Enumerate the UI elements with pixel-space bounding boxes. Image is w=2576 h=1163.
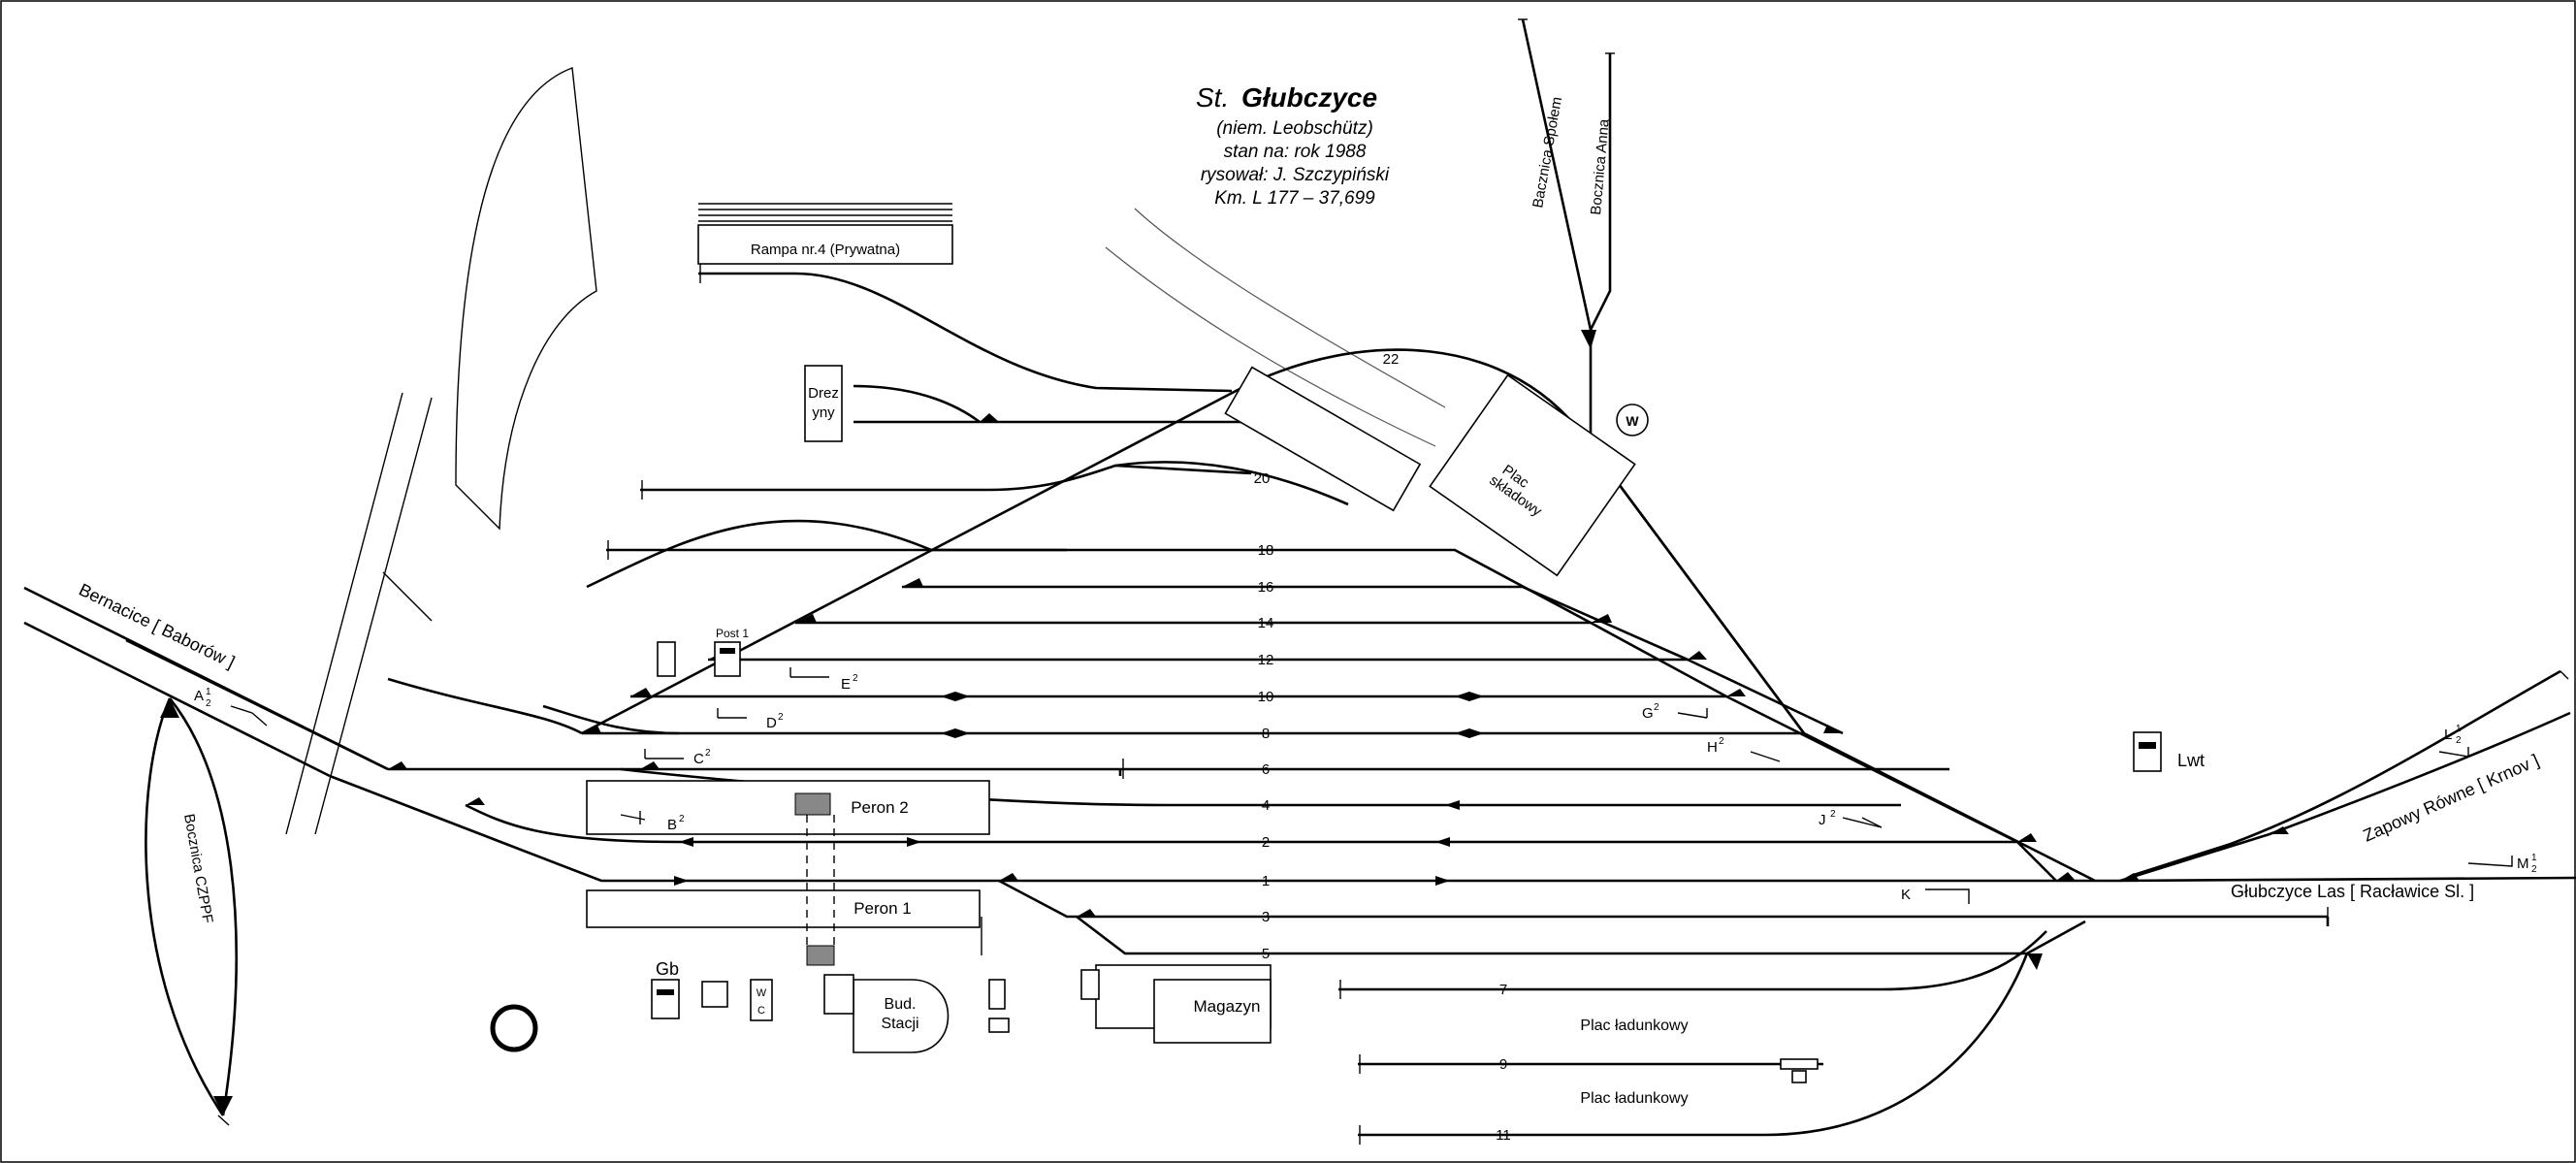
gb-label: Gb — [656, 959, 679, 979]
track-number-10: 10 — [1258, 689, 1274, 705]
signal-c-label: C — [693, 751, 704, 767]
buffer-stops — [217, 18, 2569, 1145]
rampa-label: Rampa nr.4 (Prywatna) — [751, 242, 900, 258]
drezyny-label-1: Drez — [808, 385, 839, 402]
track-number-18: 18 — [1258, 542, 1274, 559]
signal-h-sup: 2 — [1719, 736, 1724, 747]
title-name: Głubczyce — [1241, 82, 1377, 113]
lwt-label: Lwt — [2177, 751, 2205, 770]
signal-e-label: E — [841, 676, 851, 693]
line-label-east-main: Głubczyce Las [ Racławice Sl. ] — [2231, 882, 2474, 901]
signal-a-sup: 1 — [206, 687, 211, 697]
track-number-9: 9 — [1499, 1056, 1507, 1073]
plac-ladunkowy-label-1: Plac ładunkowy — [1580, 1018, 1688, 1034]
buildings — [586, 203, 2162, 1083]
signal-c-sup: 2 — [705, 748, 711, 759]
plac-ladunkowy-label-2: Plac ładunkowy — [1580, 1090, 1688, 1107]
title-line-4: Km. L 177 – 37,699 — [1214, 188, 1375, 209]
track-number-7: 7 — [1499, 982, 1507, 998]
title-line-2: stan na: rok 1988 — [1224, 142, 1367, 162]
peron2-label: Peron 2 — [851, 798, 909, 817]
signal-a-sub: 2 — [206, 698, 211, 709]
signal-d-sup: 2 — [778, 712, 784, 723]
signal-j-sup: 2 — [1830, 809, 1836, 820]
track-number-16: 16 — [1258, 579, 1274, 596]
track-number-22: 22 — [1383, 351, 1400, 368]
title-prefix: St. — [1196, 82, 1229, 113]
labels: St. Głubczyce (niem. Leobschütz) stan na… — [76, 82, 2542, 1144]
track-number-6: 6 — [1262, 761, 1270, 778]
signal-l-sub: 2 — [2456, 735, 2462, 746]
track-number-11: 11 — [1496, 1127, 1511, 1144]
bud-stacji-label-1: Bud. — [885, 996, 917, 1013]
track-number-1: 1 — [1262, 873, 1270, 889]
signal-l-sup: 1 — [2456, 724, 2462, 734]
terrain-lines — [285, 67, 1446, 835]
track-number-8: 8 — [1262, 726, 1270, 742]
title-line-1: (niem. Leobschütz) — [1216, 118, 1373, 139]
tracks — [23, 18, 2576, 1137]
signal-d-label: D — [766, 715, 777, 731]
compass-label: Pd — [511, 1023, 522, 1033]
signal-j-label: J — [1819, 812, 1826, 828]
signal-l-label: L — [2444, 727, 2452, 743]
signal-g-sup: 2 — [1654, 702, 1659, 713]
signal-m-label: M — [2517, 856, 2529, 872]
title-line-3: rysował: J. Szczypiński — [1201, 165, 1390, 185]
signal-m-sub: 2 — [2531, 864, 2537, 875]
track-number-2: 2 — [1262, 834, 1270, 851]
signal-b-label: B — [667, 817, 677, 833]
signal-h-label: H — [1707, 739, 1718, 756]
signal-k-label: K — [1901, 887, 1911, 903]
signal-b-sup: 2 — [679, 814, 685, 824]
signal-m-sup: 1 — [2531, 853, 2537, 863]
bud-stacji-label-2: Stacji — [881, 1016, 918, 1032]
wc-label-c: C — [757, 1005, 765, 1017]
track-number-4: 4 — [1262, 797, 1270, 814]
post1-label: Post 1 — [716, 627, 749, 640]
signal-e-sup: 2 — [853, 673, 858, 684]
signal-g-label: G — [1642, 705, 1654, 722]
peron1-label: Peron 1 — [853, 899, 912, 918]
signal-a-label: A — [194, 688, 204, 704]
magazyn-label: Magazyn — [1194, 997, 1261, 1016]
wc-label-w: W — [757, 987, 767, 999]
track-number-12: 12 — [1258, 652, 1274, 668]
track-number-3: 3 — [1262, 909, 1270, 925]
track-number-20: 20 — [1254, 470, 1271, 487]
drezyny-label-2: yny — [812, 404, 835, 421]
siding-label-czppf: Bocznica CZPPF — [180, 813, 216, 924]
signal-markers — [230, 667, 2513, 904]
track-arrows — [674, 692, 1484, 886]
track-number-14: 14 — [1258, 615, 1274, 631]
track-number-5: 5 — [1262, 946, 1270, 962]
compass-rose — [485, 994, 543, 1062]
water-tower-label: W — [1626, 413, 1639, 429]
